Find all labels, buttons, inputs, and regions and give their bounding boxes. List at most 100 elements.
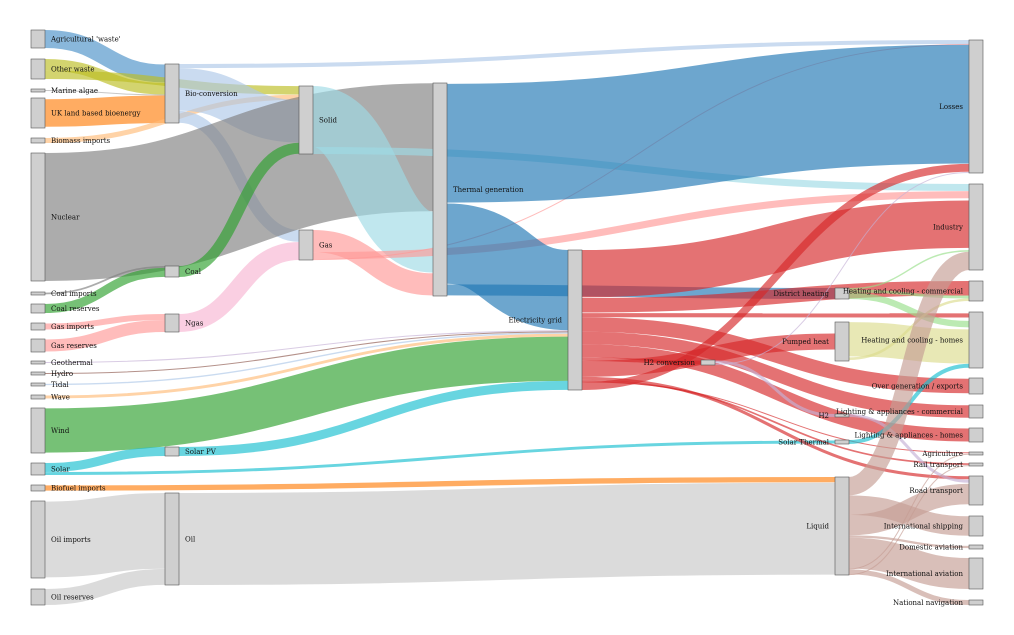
node-bar-la_comm[interactable] [968, 404, 984, 419]
link-grid-to-pumped[interactable] [581, 333, 836, 377]
link-wave-to-grid[interactable] [44, 333, 569, 399]
link-pumped-to-hc_comm[interactable] [848, 298, 970, 360]
link-wind-to-grid[interactable] [44, 336, 569, 453]
node-intl_avi[interactable]: International aviation [886, 557, 984, 590]
node-coal_reserves[interactable]: Coal reserves [30, 303, 100, 314]
link-ngas-to-gas[interactable] [178, 241, 300, 332]
link-grid-to-industry[interactable] [581, 200, 970, 298]
node-gas_reserves[interactable]: Gas reserves [30, 338, 97, 353]
node-bar-intl_avi[interactable] [968, 557, 984, 590]
node-marine[interactable]: Marine algae [30, 87, 98, 95]
link-liquid-to-agriculture[interactable] [848, 453, 970, 570]
node-geothermal[interactable]: Geothermal [30, 359, 94, 367]
node-gas[interactable]: Gas [298, 229, 333, 261]
node-bar-solar[interactable] [30, 462, 46, 476]
node-bar-wind[interactable] [30, 407, 46, 454]
node-bar-solar_thermal[interactable] [834, 439, 850, 445]
link-coal-to-solid[interactable] [178, 142, 300, 277]
node-oil_imports[interactable]: Oil imports [30, 500, 91, 579]
node-bar-grid[interactable] [567, 249, 583, 391]
node-over_gen[interactable]: Over generation / exports [872, 377, 984, 395]
link-h2-to-road[interactable] [848, 414, 970, 483]
node-industry[interactable]: Industry [933, 183, 984, 271]
link-gas_imports-to-ngas[interactable] [44, 313, 166, 330]
node-bar-gas[interactable] [298, 229, 314, 261]
node-bar-hc_comm[interactable] [968, 280, 984, 302]
node-bar-agriculture[interactable] [968, 451, 984, 456]
node-ngas[interactable]: Ngas [164, 313, 204, 333]
node-bar-industry[interactable] [968, 183, 984, 271]
node-bar-ngas[interactable] [164, 313, 180, 333]
link-coal_imports-to-coal[interactable] [44, 265, 166, 295]
link-coal_reserves-to-coal[interactable] [44, 267, 166, 313]
link-solar-to-solar_pv[interactable] [44, 447, 166, 473]
link-h2conv-to-h2[interactable] [714, 360, 836, 417]
node-solar_thermal[interactable]: Solar Thermal [778, 439, 850, 447]
link-district-to-industry[interactable] [848, 250, 970, 290]
link-geothermal-to-grid[interactable] [44, 330, 569, 364]
node-oil[interactable]: Oil [164, 492, 196, 586]
node-bar-agri[interactable] [30, 29, 46, 49]
node-bar-la_homes[interactable] [968, 427, 984, 443]
link-liquid-to-road[interactable] [848, 483, 970, 536]
node-bio_conv[interactable]: Bio-conversion [164, 63, 238, 124]
node-pumped[interactable]: Pumped heat [782, 321, 850, 362]
link-liquid-to-industry[interactable] [847, 251, 971, 496]
link-grid-to-road[interactable] [581, 376, 970, 480]
node-wind[interactable]: Wind [30, 407, 70, 454]
node-bar-oil_imports[interactable] [30, 500, 46, 579]
node-bar-coal_imports[interactable] [30, 291, 46, 296]
node-district[interactable]: District heating [773, 287, 850, 300]
node-liquid[interactable]: Liquid [806, 476, 850, 576]
node-bar-other_waste[interactable] [30, 58, 46, 80]
node-solid[interactable]: Solid [298, 85, 337, 155]
node-la_homes[interactable]: Lighting & appliances - homes [855, 427, 984, 443]
node-bar-nat_nav[interactable] [968, 599, 984, 606]
node-bar-biofuel_imports[interactable] [30, 484, 46, 492]
node-bar-hydro[interactable] [30, 371, 46, 376]
link-solid-to-thermal[interactable] [309, 86, 437, 273]
link-h2conv-to-losses[interactable] [714, 172, 970, 365]
node-bar-thermal[interactable] [432, 82, 448, 297]
node-rail[interactable]: Rail transport [913, 461, 984, 469]
node-h2[interactable]: H2 [818, 412, 850, 420]
node-bar-uk_bio[interactable] [30, 97, 46, 129]
link-gas-to-thermal[interactable] [312, 230, 434, 296]
link-tidal-to-grid[interactable] [44, 332, 569, 386]
link-oil-to-liquid[interactable] [178, 482, 836, 585]
link-bio_conv-to-losses[interactable] [178, 39, 970, 69]
node-bar-gas_imports[interactable] [30, 322, 46, 331]
link-solar-to-solar_thermal[interactable] [44, 440, 836, 476]
node-wave[interactable]: Wave [30, 394, 70, 402]
node-bar-tidal[interactable] [30, 382, 46, 387]
node-bar-h2[interactable] [834, 413, 850, 418]
link-grid-to-rail[interactable] [581, 379, 970, 465]
link-solar_pv-to-grid[interactable] [178, 380, 569, 456]
node-bar-over_gen[interactable] [968, 377, 984, 395]
node-hydro[interactable]: Hydro [30, 370, 73, 378]
link-agri-to-bio_conv[interactable] [44, 30, 166, 83]
node-bar-coal[interactable] [164, 265, 180, 278]
link-oil_imports-to-oil[interactable] [44, 493, 166, 578]
node-bar-district[interactable] [834, 287, 850, 300]
node-bar-liquid[interactable] [834, 476, 850, 576]
node-dom_avi[interactable]: Domestic aviation [899, 544, 984, 552]
link-marine-to-bio_conv[interactable] [44, 90, 166, 96]
node-coal_imports[interactable]: Coal imports [30, 290, 97, 298]
node-solar_pv[interactable]: Solar PV [164, 446, 217, 457]
node-bar-solid[interactable] [298, 85, 314, 155]
node-agri[interactable]: Agricultural 'waste' [30, 29, 121, 49]
node-bar-nuclear[interactable] [30, 152, 46, 282]
node-bar-oil_reserves[interactable] [30, 588, 46, 606]
link-liquid-to-intl_avi[interactable] [848, 537, 970, 589]
node-bar-wave[interactable] [30, 394, 46, 400]
link-gas_reserves-to-ngas[interactable] [44, 319, 166, 352]
node-uk_bio[interactable]: UK land based bioenergy [30, 97, 141, 129]
node-bar-bio_conv[interactable] [164, 63, 180, 124]
node-bar-coal_reserves[interactable] [30, 303, 46, 314]
link-uk_bio-to-bio_conv[interactable] [44, 95, 166, 127]
node-bar-oil[interactable] [164, 492, 180, 586]
node-tidal[interactable]: Tidal [30, 381, 70, 389]
node-bar-geothermal[interactable] [30, 360, 46, 365]
node-bar-road[interactable] [968, 475, 984, 506]
